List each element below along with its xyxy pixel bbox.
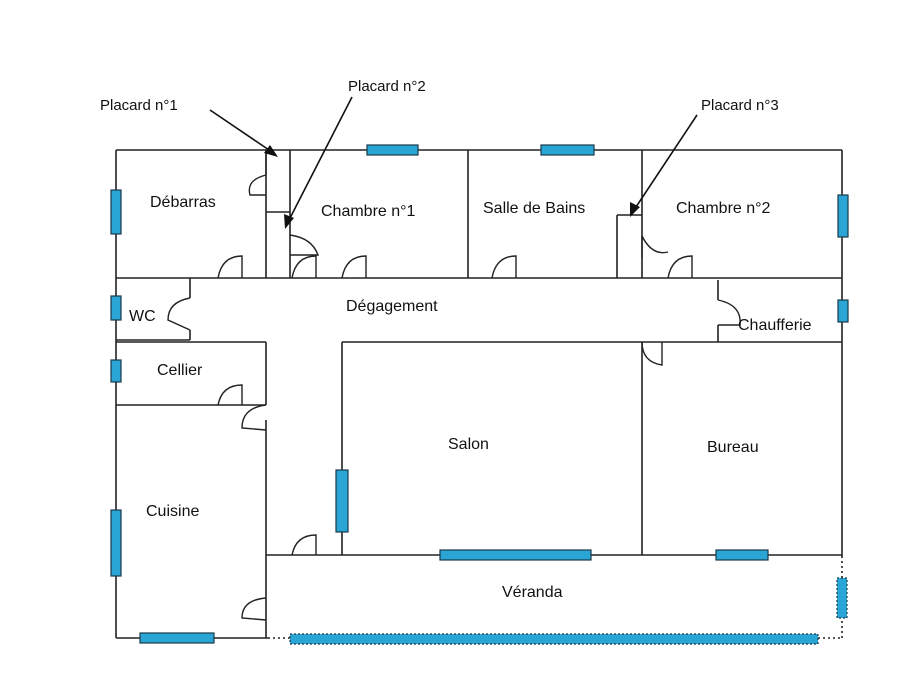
window-cuisine: [110, 509, 122, 577]
door-wc: [167, 297, 191, 331]
window-cuisine-bottom: [139, 632, 215, 644]
window-veranda-right: [836, 577, 848, 619]
room-bureau: Bureau: [707, 439, 759, 456]
door-placard3: [641, 235, 669, 258]
doors: [167, 150, 741, 621]
room-cuisine: Cuisine: [146, 503, 199, 520]
door-chambre1-b: [341, 255, 367, 279]
door-placard1: [248, 150, 267, 196]
placard1-arrow: [209, 109, 273, 153]
window-chambre2: [837, 194, 849, 238]
placard2-arrow: [287, 96, 353, 223]
door-placard2: [289, 234, 319, 256]
door-chambre2: [667, 255, 693, 279]
callout-arrows: [209, 96, 698, 229]
room-chaufferie: Chaufferie: [738, 317, 812, 334]
walls: [115, 149, 843, 639]
placard2-arrowhead: [284, 214, 294, 229]
window-salon-bottom: [439, 549, 592, 561]
room-degagement: Dégagement: [346, 298, 438, 315]
window-salon-left: [335, 469, 349, 533]
door-cellier: [217, 384, 243, 406]
door-chaufferie: [717, 299, 741, 326]
windows: [110, 144, 849, 645]
placard1-label: Placard n°1: [100, 97, 178, 114]
door-cuisine-bottom: [241, 597, 267, 621]
room-chambre2: Chambre n°2: [676, 200, 771, 217]
room-veranda: Véranda: [502, 584, 563, 601]
placard3-label: Placard n°3: [701, 97, 779, 114]
window-debarras: [110, 189, 122, 235]
door-debarras: [217, 255, 243, 279]
window-cellier: [110, 359, 122, 383]
window-chambre1: [366, 144, 419, 156]
door-salle-de-bains: [491, 255, 517, 279]
window-bureau: [715, 549, 769, 561]
placard3-arrowhead: [630, 202, 640, 217]
window-salle-de-bains: [540, 144, 595, 156]
room-cellier: Cellier: [157, 362, 203, 379]
placard3-arrow: [633, 114, 698, 211]
door-salon: [291, 534, 317, 556]
room-salon: Salon: [448, 436, 489, 453]
window-chaufferie: [837, 299, 849, 323]
door-bureau: [641, 341, 663, 366]
door-chambre1-a: [291, 255, 317, 279]
room-chambre1: Chambre n°1: [321, 203, 416, 220]
room-wc: WC: [129, 308, 156, 325]
room-salle-de-bains: Salle de Bains: [483, 200, 585, 217]
window-veranda-bottom: [289, 633, 819, 645]
window-wc: [110, 295, 122, 321]
door-cuisine-top: [241, 404, 267, 431]
room-debarras: Débarras: [150, 194, 216, 211]
placard2-label: Placard n°2: [348, 78, 426, 95]
placard1-arrowhead: [264, 145, 278, 157]
